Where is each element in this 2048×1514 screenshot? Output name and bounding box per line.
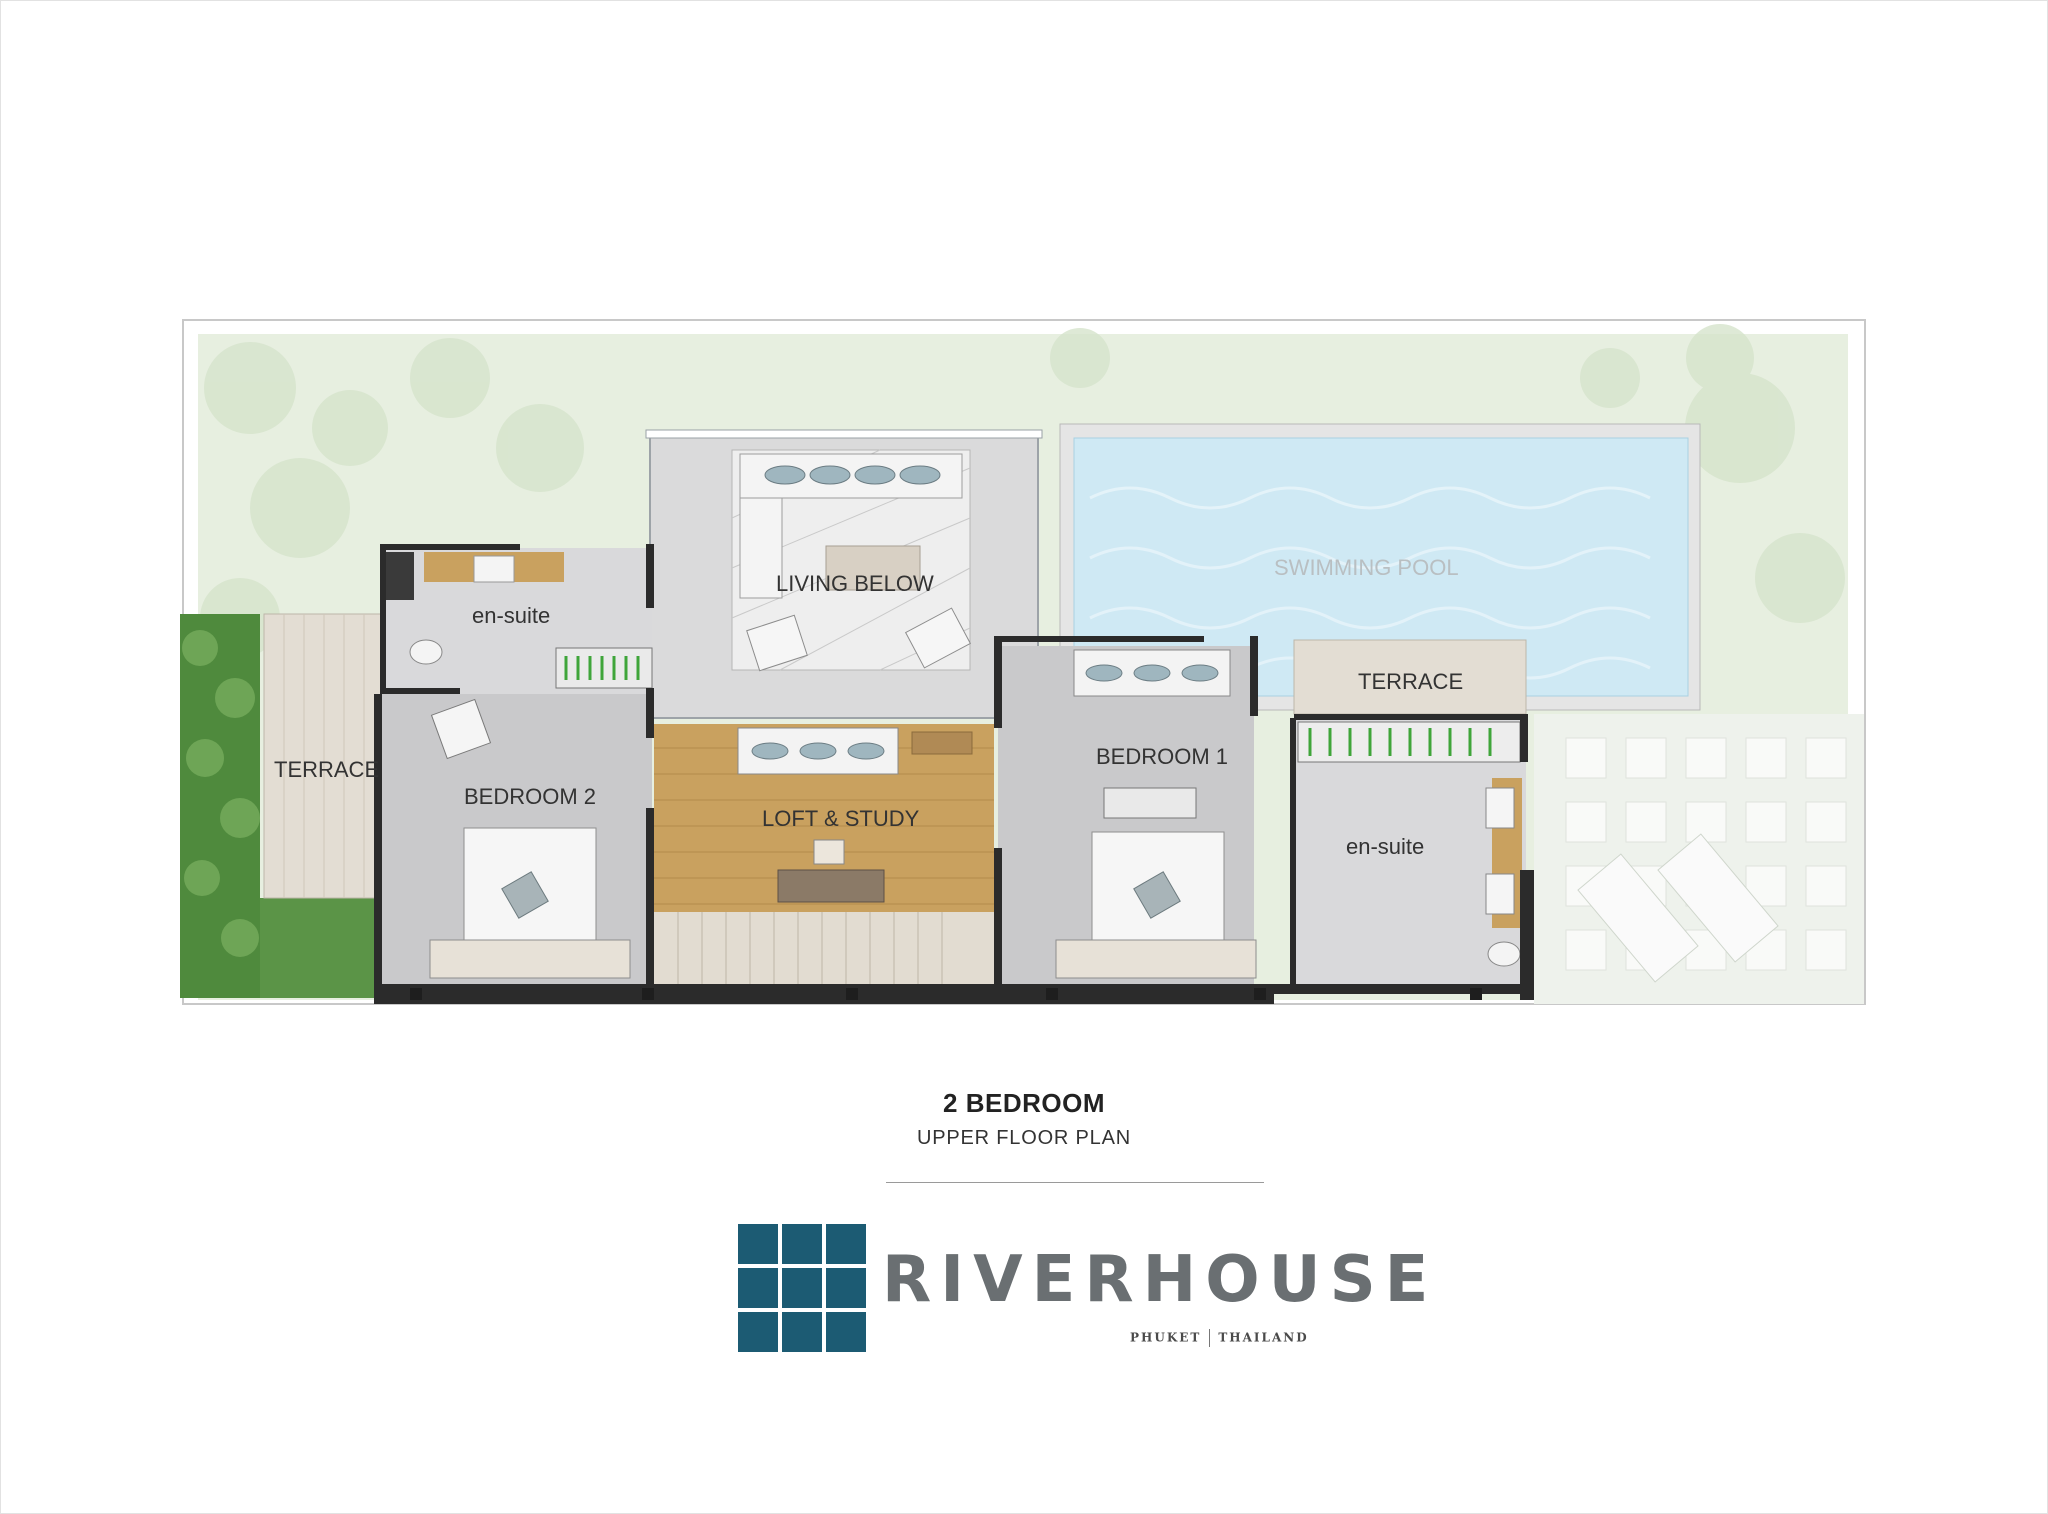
paving-tiles — [1565, 737, 1847, 971]
ensuite-right-basin-1 — [1485, 787, 1515, 829]
bedroom-1-tv — [1103, 787, 1197, 819]
brand-location-separator — [1209, 1329, 1211, 1347]
floor-plan: LIVING BELOW SWIMMING POOL en-suite TERR… — [180, 319, 1866, 1005]
brand-location-right: THAILAND — [1218, 1330, 1309, 1345]
sun-loungers — [1577, 833, 1779, 983]
label-loft-study: LOFT & STUDY — [762, 806, 920, 831]
brand-name: RIVERHOUSE — [882, 1243, 1438, 1317]
label-bedroom-1: BEDROOM 1 — [1096, 744, 1228, 769]
caption-divider — [886, 1182, 1264, 1183]
ensuite-right-basin-2 — [1485, 873, 1515, 915]
study-desk — [777, 869, 885, 903]
sofa-cushions — [764, 465, 941, 485]
label-bedroom-2: BEDROOM 2 — [464, 784, 596, 809]
bedroom-2-chair — [430, 698, 492, 760]
ensuite-left-shower — [384, 552, 414, 600]
bedroom-2-headboard — [429, 939, 631, 979]
loft-sofa-cushions — [751, 742, 885, 760]
riverhouse-logo-icon — [738, 1224, 866, 1352]
bedroom-1-headboard — [1055, 939, 1257, 979]
bedroom-1-cushions — [1085, 664, 1219, 682]
garden-foliage — [200, 324, 1845, 658]
armchair-1 — [746, 614, 808, 672]
label-living-below: LIVING BELOW — [776, 571, 934, 596]
living-sofa-side — [739, 497, 783, 599]
ensuite-left-basin — [473, 555, 515, 583]
ensuite-left-closet — [555, 647, 653, 689]
brand-location-left: PHUKET — [1130, 1330, 1202, 1345]
columns — [410, 988, 1482, 1000]
plan-subtitle: UPPER FLOOR PLAN — [917, 1127, 1131, 1149]
study-chair — [813, 839, 845, 865]
stair-treads — [677, 912, 943, 986]
bedroom-2-pillow — [501, 871, 549, 919]
staircase — [654, 912, 994, 986]
loft-side-table — [911, 731, 973, 755]
walls — [374, 544, 1534, 1004]
deck-lines — [283, 614, 365, 898]
living-window — [645, 429, 1043, 439]
ensuite-left-toilet — [409, 639, 443, 665]
bedroom-1-pillow — [1133, 871, 1181, 919]
closet-hangers-right — [1308, 728, 1492, 756]
closet-hangers-left — [564, 656, 640, 680]
label-terrace-left: TERRACE — [274, 757, 379, 782]
label-swimming-pool: SWIMMING POOL — [1274, 555, 1459, 580]
plan-title: 2 BEDROOM — [943, 1088, 1105, 1118]
ensuite-right-toilet — [1487, 941, 1521, 967]
label-ensuite-left: en-suite — [472, 603, 550, 628]
brand-location: PHUKET THAILAND — [1130, 1329, 1309, 1347]
label-terrace-right: TERRACE — [1358, 669, 1463, 694]
ensuite-right-room — [1294, 718, 1526, 986]
coffee-table — [825, 545, 921, 591]
armchair-2 — [904, 607, 972, 669]
label-ensuite-right: en-suite — [1346, 834, 1424, 859]
